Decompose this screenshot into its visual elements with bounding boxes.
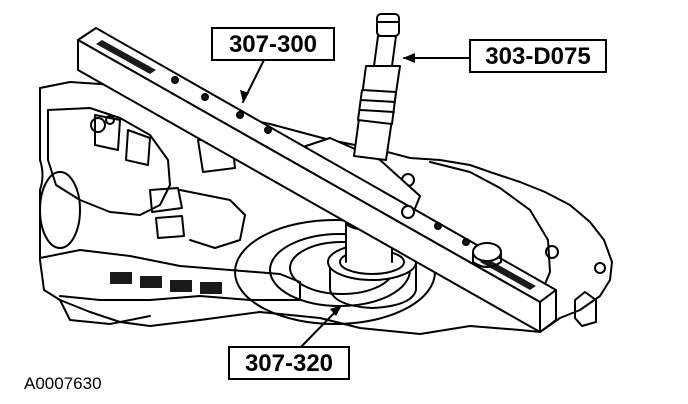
channel-slot-3 <box>170 280 192 292</box>
bar-slot-left <box>96 40 156 74</box>
grip-line-1 <box>360 99 396 103</box>
forcing-screw-body <box>472 251 502 268</box>
case-left-cavity <box>47 107 171 216</box>
case-right-flange <box>429 161 551 297</box>
bar-hole-4 <box>264 126 272 134</box>
case-bolt-hole-1 <box>90 117 106 133</box>
leader-307-320 <box>297 306 341 351</box>
case-bottom-rib <box>59 299 151 325</box>
callout-303-d075: 303-D075 <box>469 39 607 73</box>
case-bolt-hole-2 <box>105 115 115 125</box>
slide-hammer-cap <box>376 13 400 37</box>
case-rib-1 <box>94 114 121 151</box>
figure-id: A0007630 <box>24 374 102 393</box>
bar-hole-3 <box>236 111 244 119</box>
callout-307-320: 307-320 <box>228 346 350 380</box>
channel-slot-1 <box>110 272 132 284</box>
case-boss-2 <box>149 187 183 213</box>
arrow-303-d075 <box>403 53 415 63</box>
bridge-bar-end <box>539 289 557 333</box>
case-outline <box>39 87 613 335</box>
forcing-screw-knob <box>472 242 502 262</box>
bar-hole-6 <box>462 238 470 246</box>
grip-line-2 <box>359 109 395 113</box>
case-right-bolt-2 <box>545 245 559 259</box>
arrow-307-300 <box>240 90 249 102</box>
case-boss-3 <box>155 215 185 239</box>
bar-hole-5 <box>434 222 442 230</box>
case-rib-2 <box>125 129 151 166</box>
slide-hammer-grip <box>357 89 397 125</box>
cup-body <box>329 261 417 309</box>
channel-slot-2 <box>140 276 162 288</box>
case-left-bore <box>39 171 81 249</box>
arrow-307-320 <box>330 305 342 316</box>
case-lower-channel <box>39 249 301 301</box>
bar-hole-1 <box>171 76 179 84</box>
bar-bolt <box>401 205 415 219</box>
slide-hammer-neck <box>373 35 397 67</box>
case-web <box>179 189 246 249</box>
channel-slot-4 <box>200 282 222 294</box>
case-right-pin <box>574 291 597 327</box>
bar-hole-2 <box>201 93 209 101</box>
case-right-bolt-3 <box>594 262 606 274</box>
callout-307-300: 307-300 <box>211 27 335 61</box>
